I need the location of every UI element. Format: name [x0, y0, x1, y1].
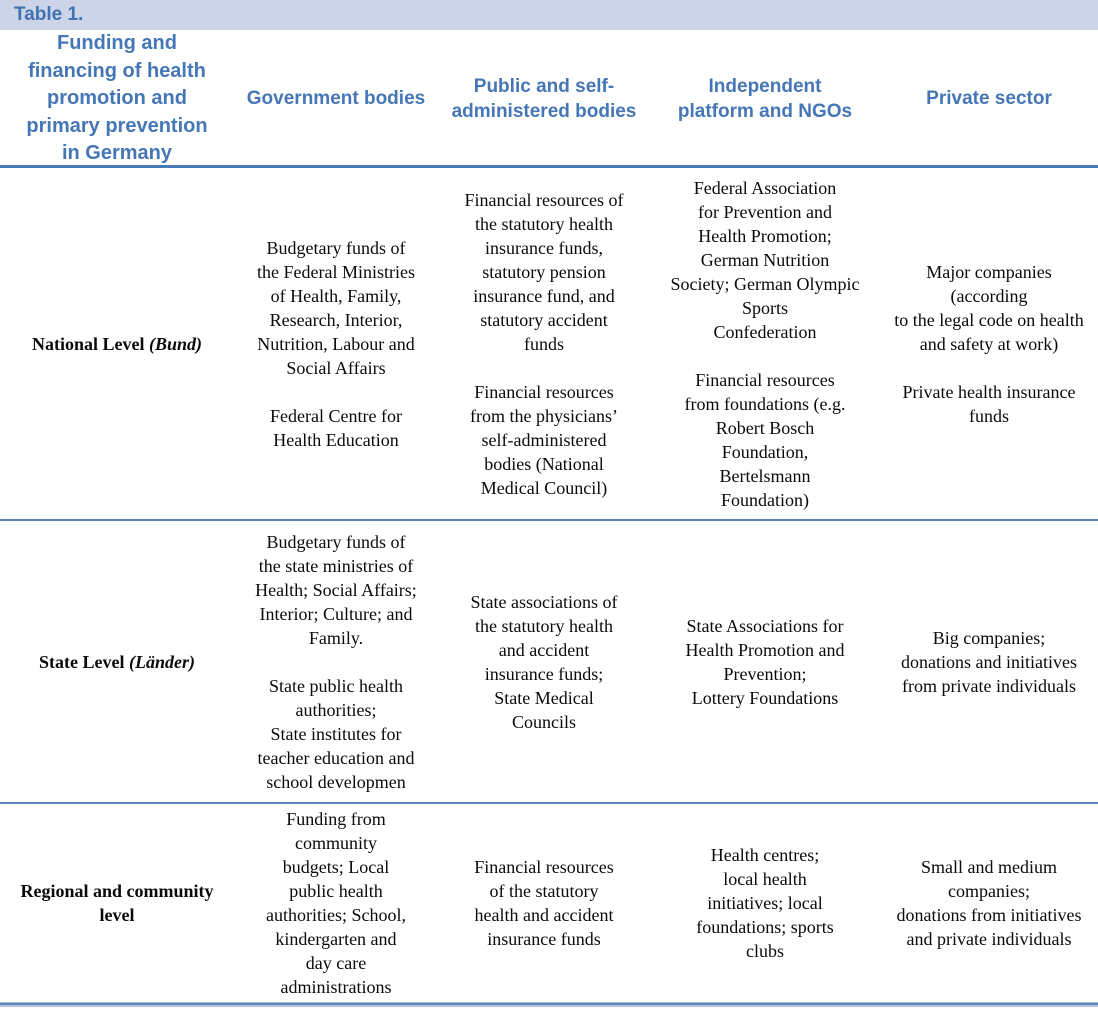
- cell-national-government: Budgetary funds of the Federal Ministrie…: [257, 237, 415, 450]
- row-label-national-level: National Level (Bund): [0, 168, 234, 519]
- bottom-rule-light-top: [0, 1002, 1098, 1003]
- cell-national-private: Major companies (according to the legal …: [894, 261, 1084, 426]
- cell-state-independent: State Associations for Health Promotion …: [685, 615, 845, 708]
- cell-state-public-self: State associations of the statutory heal…: [470, 591, 618, 732]
- cell-state-private: Big companies; donations and initiatives…: [901, 627, 1077, 696]
- cell-regional-independent: Health centres; local health initiatives…: [696, 845, 834, 961]
- column-header-public-self-administered: Public and self- administered bodies: [451, 75, 637, 122]
- table-bottom-rule: [0, 1002, 1098, 1007]
- row-label-italic: (Länder): [128, 651, 195, 672]
- cell-state-government: Budgetary funds of the state ministries …: [255, 531, 417, 792]
- table-label: Table 1.: [14, 4, 84, 25]
- column-header-topic: Funding and financing of health promotio…: [26, 32, 208, 165]
- table-row-state-level: State Level (Länder) Budgetary funds of …: [0, 521, 1098, 804]
- row-label-state-level: State Level (Länder): [0, 521, 234, 802]
- row-label-italic: (Bund): [148, 333, 202, 354]
- bottom-rule-dark: [0, 1003, 1098, 1005]
- table-caption-bar: Table 1.: [0, 0, 1098, 30]
- table-row-national-level: National Level (Bund) Budgetary funds of…: [0, 168, 1098, 521]
- cell-regional-public-self: Financial resources of the statutory hea…: [474, 857, 614, 949]
- table-row-regional-community-level: Regional and community level Funding fro…: [0, 804, 1098, 1002]
- row-label-text: National Level: [31, 333, 149, 354]
- cell-national-public-self: Financial resources of the statutory hea…: [464, 189, 624, 498]
- row-label-text: State Level: [39, 651, 129, 672]
- bottom-rule-light-bottom: [0, 1005, 1098, 1007]
- column-header-independent-ngos: Independent platform and NGOs: [677, 75, 853, 122]
- row-label-text: Regional and community level: [20, 881, 214, 925]
- column-header-government-bodies: Government bodies: [246, 88, 426, 110]
- cell-national-independent: Federal Association for Prevention and H…: [670, 177, 860, 510]
- table-header-row: Funding and financing of health promotio…: [0, 30, 1098, 168]
- row-label-regional-community: Regional and community level: [0, 804, 234, 1002]
- cell-regional-government: Funding from community budgets; Local pu…: [266, 809, 406, 997]
- cell-regional-private: Small and medium companies; donations fr…: [896, 857, 1082, 949]
- column-header-private-sector: Private sector: [926, 88, 1052, 110]
